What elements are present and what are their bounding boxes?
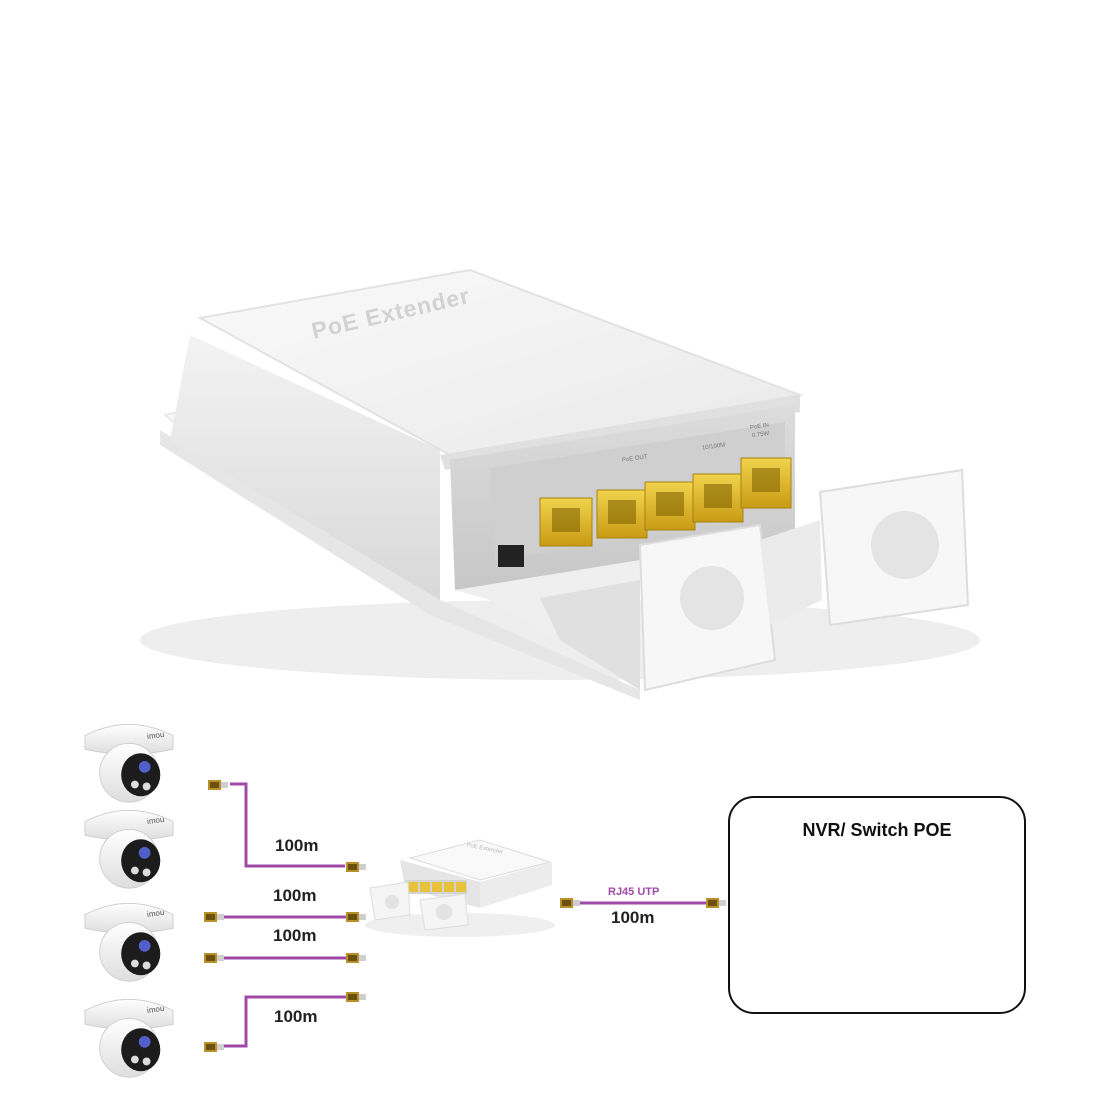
mini-poe-extender xyxy=(365,839,555,937)
cable-length-3: 100m xyxy=(273,926,317,945)
cable-length-4: 100m xyxy=(274,1007,318,1026)
cable-gland-right xyxy=(818,468,970,627)
rj45-ports xyxy=(539,457,792,547)
uplink-type-label: RJ45 UTP xyxy=(608,886,660,898)
uplink-length-label: 100m xyxy=(611,908,655,927)
dc-jack xyxy=(498,545,524,567)
cable-gland-left xyxy=(638,523,777,692)
nvr-title: NVR/ Switch POE xyxy=(802,820,952,840)
camera-cables xyxy=(218,782,346,1048)
cable-length-2: 100m xyxy=(273,886,317,905)
cable-length-1: 100m xyxy=(275,836,319,855)
nvr-switch-panel: NVR/ Switch POE xyxy=(728,796,1026,1014)
